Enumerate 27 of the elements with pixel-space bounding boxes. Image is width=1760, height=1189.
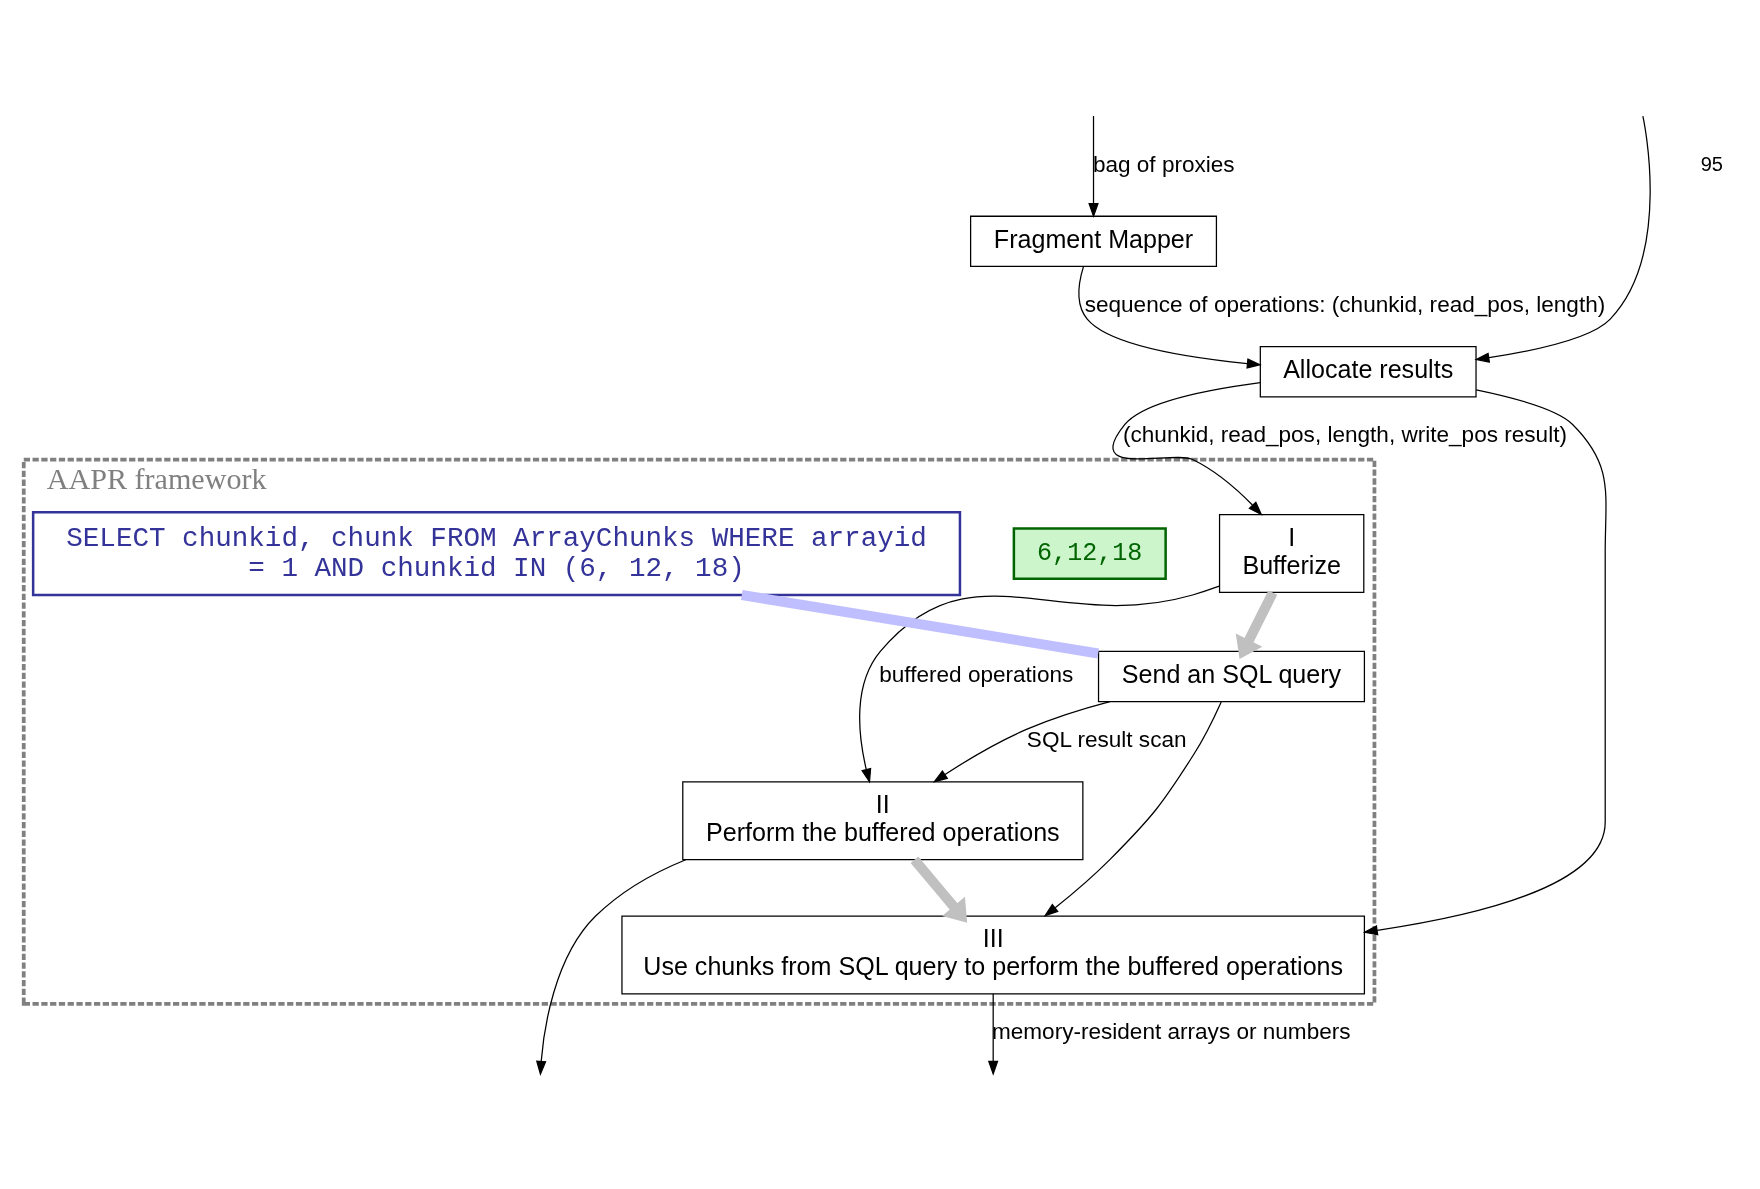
node-box: Allocate results: [1259, 345, 1477, 397]
arrow: [932, 700, 1111, 783]
arrow: [1112, 381, 1263, 516]
node-box: III Use chunks from SQL query to perform the buffered operations: [621, 914, 1366, 994]
arrow: [1078, 265, 1262, 369]
arrow: [1235, 589, 1278, 659]
node-box: 6,12,18: [1012, 526, 1167, 580]
connector: [740, 589, 1099, 658]
edge-label: SQL result scan: [1026, 726, 1187, 752]
arrow: [1474, 114, 1651, 363]
arrow: [1088, 114, 1099, 218]
edge-label: sequence of operations: (chunkid, read_pos, length): [1084, 291, 1606, 317]
node-box: Send an SQL query: [1097, 650, 1366, 702]
node-box: I Bufferize: [1218, 513, 1365, 593]
edge-label: (chunkid, read_pos, length, write_pos result): [1122, 422, 1567, 447]
node-box: SELECT chunkid, chunk FROM ArrayChunks WHERE arrayid = 1 AND chunkid IN (6, 12, 18): [31, 510, 962, 596]
arrow: [910, 856, 968, 923]
node-box: II Perform the buffered operations: [682, 780, 1084, 860]
arrow: [1043, 700, 1222, 917]
node-box: Fragment Mapper: [970, 215, 1218, 267]
edge-label: bag of proxies: [1092, 151, 1235, 177]
arrow: [535, 858, 687, 1076]
edge-label: buffered operations: [879, 661, 1074, 687]
arrow: [987, 992, 999, 1076]
label: 95: [1700, 152, 1723, 175]
arrow: [1362, 388, 1607, 936]
arrow: [859, 585, 1220, 784]
